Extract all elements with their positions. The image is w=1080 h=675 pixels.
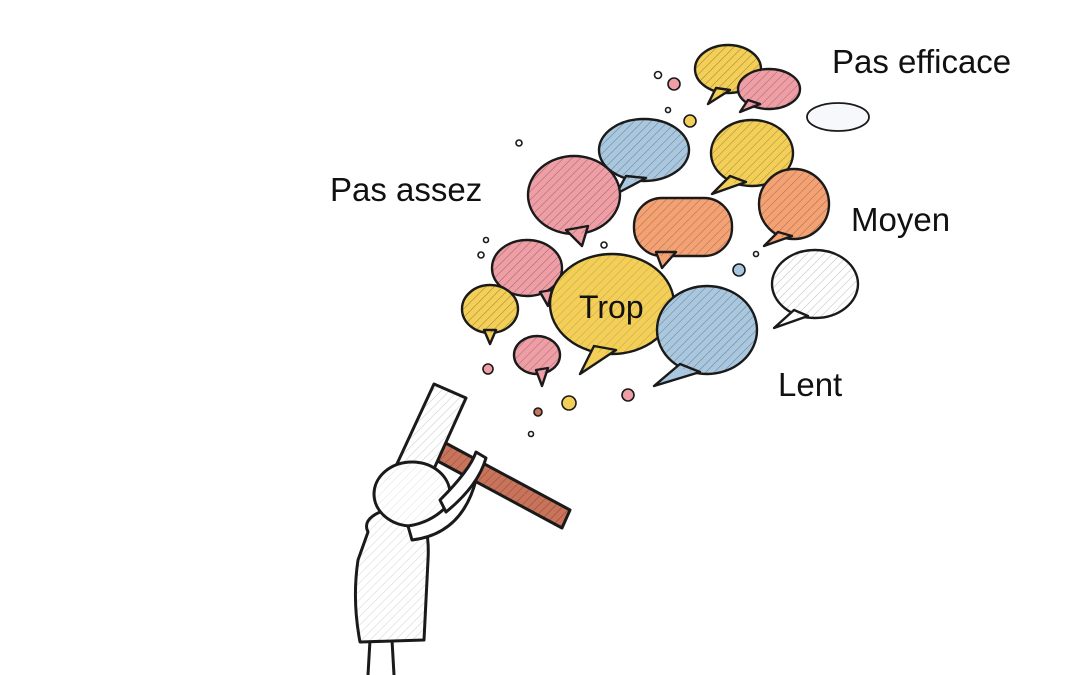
bubble-blue-upper <box>597 117 691 196</box>
label-pas-efficace: Pas efficace <box>832 43 1012 80</box>
bubble-orange-right <box>757 167 831 248</box>
bubble-yellow-right <box>709 118 795 196</box>
bubble-pink-bottom <box>512 334 562 388</box>
speech-bubbles <box>460 43 870 388</box>
bubble-pink-top <box>736 67 802 114</box>
bubble-pink-left <box>526 154 622 248</box>
bubble-white-right <box>770 248 860 330</box>
label-pas-assez: Pas assez <box>330 171 483 208</box>
stick-figure <box>353 382 572 675</box>
bubble-yellow-small <box>460 283 520 346</box>
bubble-outline-top-right <box>806 102 870 132</box>
label-moyen: Moyen <box>851 201 951 238</box>
bubble-pink-small <box>490 238 564 308</box>
label-trop: Trop <box>579 289 644 325</box>
bubble-blue-large <box>652 284 759 388</box>
bubble-orange-center <box>632 196 734 270</box>
hammer <box>394 382 572 530</box>
label-lent: Lent <box>778 366 843 403</box>
bubble-yellow-trop <box>548 252 676 376</box>
bubble-dots <box>477 70 760 438</box>
